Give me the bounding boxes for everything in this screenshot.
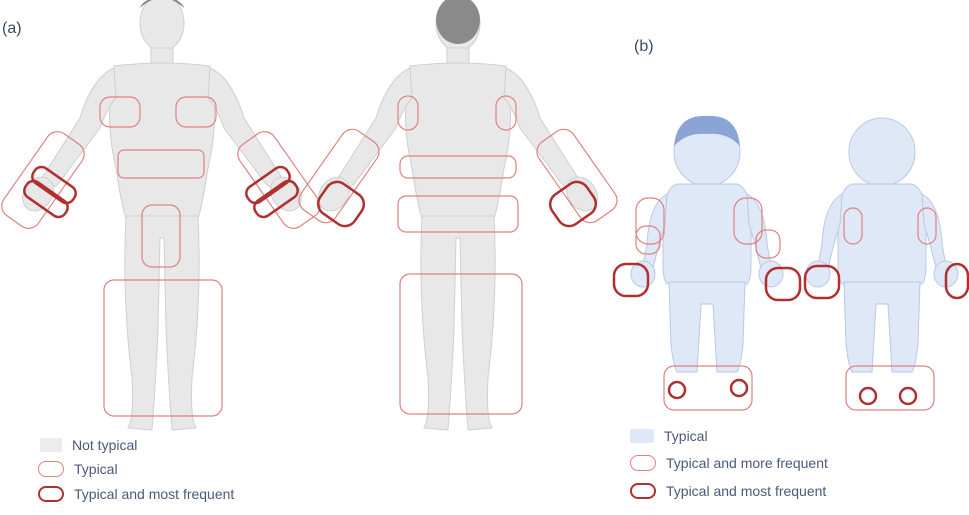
legend-b-more-frequent: Typical and more frequent [630, 455, 828, 471]
highlight-legs [104, 280, 222, 416]
legend-swatch-blue [630, 429, 654, 443]
legend-swatch-thick [630, 483, 656, 499]
highlight-child-back-feet [846, 366, 934, 410]
adult-back-figure [312, 0, 604, 430]
legend-label: Typical and most frequent [666, 483, 826, 499]
panel-b-label: (b) [634, 38, 654, 56]
legend-b-most-frequent: Typical and most frequent [630, 483, 826, 499]
highlight-child-back-right-foot [900, 388, 916, 404]
highlight-child-feet [664, 366, 752, 410]
child-back-figure [806, 118, 958, 372]
legend-label: Typical [664, 428, 708, 444]
legend-swatch-thin [38, 461, 64, 477]
legend-a-typical: Typical [38, 461, 118, 477]
legend-a-not-typical: Not typical [40, 437, 137, 453]
highlight-child-back-left-foot [860, 388, 876, 404]
legend-b-typical: Typical [630, 428, 708, 444]
highlight-child-right-foot [731, 380, 747, 396]
legend-label: Typical and more frequent [666, 455, 828, 471]
highlight-child-left-foot [669, 382, 685, 398]
legend-swatch-grey [40, 438, 62, 452]
legend-label: Typical [74, 461, 118, 477]
legend-label: Not typical [72, 437, 137, 453]
panel-a-label: (a) [2, 20, 22, 38]
legend-label: Typical and most frequent [74, 486, 234, 502]
legend-a-most-frequent: Typical and most frequent [38, 486, 234, 502]
legend-swatch-thin [630, 455, 656, 471]
legend-swatch-thick [38, 486, 64, 502]
adult-front-figure [16, 0, 308, 430]
